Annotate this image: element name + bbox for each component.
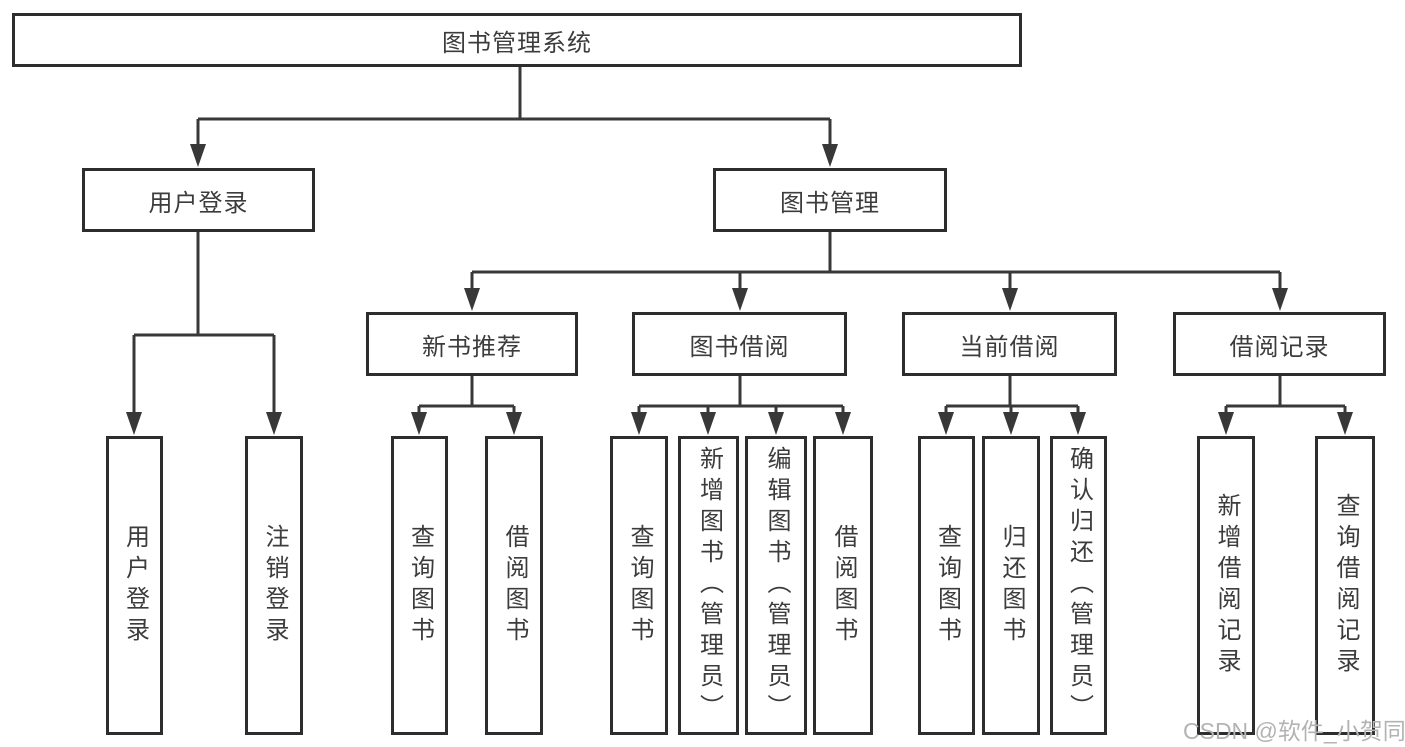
node-root: 图书管理系统	[12, 13, 1022, 67]
leaf-logout: 注销登录	[245, 436, 303, 735]
leaf-user-login-label: 用户登录	[121, 523, 149, 648]
leaf-bb-add-book-admin-label: 新增图书（管理员）	[695, 446, 723, 725]
node-new-book-recommend-label: 新书推荐	[422, 333, 522, 361]
leaf-cb-return-book: 归还图书	[982, 436, 1040, 735]
node-borrow-record-label: 借阅记录	[1229, 333, 1330, 361]
node-new-book-recommend: 新书推荐	[366, 312, 578, 376]
leaf-cb-confirm-return-admin: 确认归还（管理员）	[1050, 436, 1107, 735]
node-book-borrow-label: 图书借阅	[689, 333, 790, 361]
leaf-bb-query-book-label: 查询图书	[626, 523, 653, 648]
leaf-rec-query-book-label: 查询图书	[406, 523, 434, 648]
node-user-login-label: 用户登录	[148, 189, 249, 217]
leaf-bb-borrow-book: 借阅图书	[813, 436, 873, 735]
node-book-borrow: 图书借阅	[632, 312, 847, 376]
leaf-br-query-record: 查询借阅记录	[1315, 436, 1375, 735]
leaf-cb-return-book-label: 归还图书	[998, 523, 1025, 648]
leaf-bb-edit-book-admin-label: 编辑图书（管理员）	[763, 446, 790, 725]
leaf-br-add-record-label: 新增借阅记录	[1213, 492, 1240, 679]
node-book-management-label: 图书管理	[780, 189, 880, 217]
node-current-borrow: 当前借阅	[902, 312, 1117, 376]
leaf-cb-query-book-label: 查询图书	[933, 523, 961, 648]
leaf-user-login: 用户登录	[106, 436, 163, 735]
leaf-bb-edit-book-admin: 编辑图书（管理员）	[745, 436, 807, 735]
node-user-login: 用户登录	[82, 168, 315, 232]
leaf-bb-add-book-admin: 新增图书（管理员）	[678, 436, 739, 735]
leaf-br-query-record-label: 查询借阅记录	[1332, 492, 1359, 679]
node-current-borrow-label: 当前借阅	[959, 333, 1060, 361]
leaf-rec-borrow-book-label: 借阅图书	[501, 523, 528, 648]
leaf-rec-query-book: 查询图书	[391, 436, 448, 735]
node-root-label: 图书管理系统	[442, 29, 592, 57]
csdn-watermark: CSDN @软件_小贺同学	[1183, 718, 1405, 744]
leaf-bb-query-book: 查询图书	[610, 436, 668, 735]
leaf-rec-borrow-book: 借阅图书	[485, 436, 543, 735]
leaf-br-add-record: 新增借阅记录	[1197, 436, 1255, 735]
leaf-logout-label: 注销登录	[261, 523, 288, 648]
node-book-management: 图书管理	[713, 168, 947, 232]
leaf-bb-borrow-book-label: 借阅图书	[830, 523, 857, 648]
leaf-cb-query-book: 查询图书	[918, 436, 975, 735]
node-borrow-record: 借阅记录	[1173, 312, 1386, 376]
leaf-cb-confirm-return-admin-label: 确认归还（管理员）	[1065, 446, 1093, 725]
